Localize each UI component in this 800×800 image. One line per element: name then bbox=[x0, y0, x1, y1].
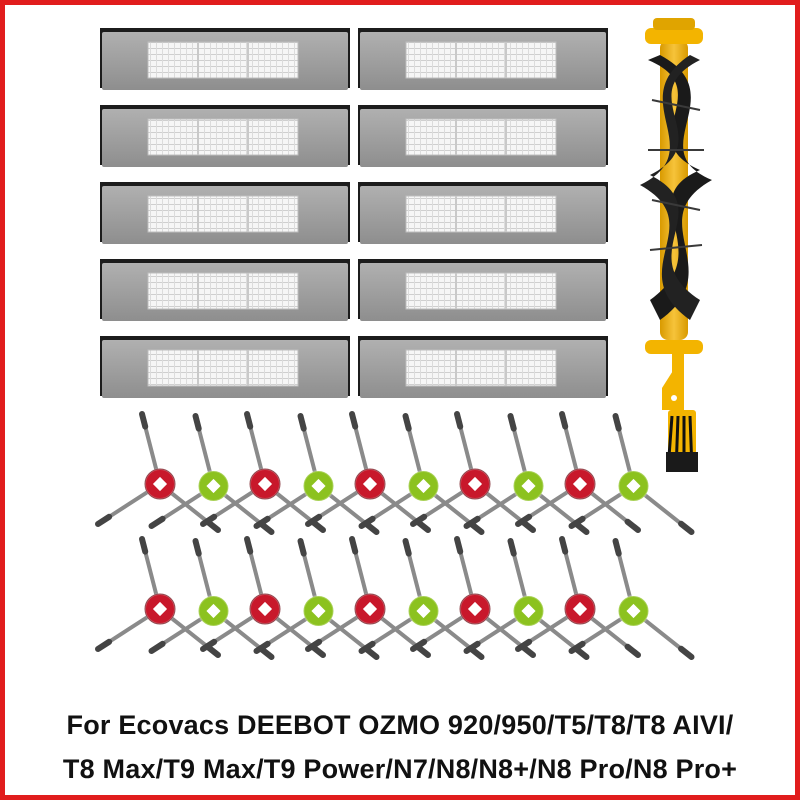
hepa-filter bbox=[358, 336, 608, 398]
side-brush bbox=[305, 411, 431, 533]
hepa-filter bbox=[100, 336, 350, 398]
main-roller-brush bbox=[640, 18, 712, 354]
side-brush-set bbox=[95, 411, 695, 660]
hepa-filter bbox=[100, 28, 350, 90]
side-brush bbox=[148, 413, 275, 535]
hepa-filter bbox=[100, 182, 350, 244]
hepa-filter bbox=[358, 182, 608, 244]
side-brush bbox=[463, 413, 590, 535]
side-brush bbox=[95, 536, 221, 658]
side-brush bbox=[568, 538, 695, 660]
cleaning-tool bbox=[662, 352, 698, 473]
side-brush bbox=[410, 411, 536, 533]
compatibility-line-1: For Ecovacs DEEBOT OZMO 920/950/T5/T8/T8… bbox=[66, 710, 734, 740]
side-brush bbox=[568, 413, 695, 535]
hepa-filter-set bbox=[100, 28, 608, 398]
hepa-filter bbox=[100, 259, 350, 321]
hepa-filter bbox=[358, 105, 608, 167]
hepa-filter bbox=[100, 105, 350, 167]
hepa-filter bbox=[358, 28, 608, 90]
compatibility-line-2: T8 Max/T9 Max/T9 Power/N7/N8/N8+/N8 Pro/… bbox=[62, 754, 738, 784]
hepa-filter bbox=[358, 259, 608, 321]
side-brush bbox=[358, 413, 485, 535]
side-brush bbox=[253, 413, 380, 535]
side-brush bbox=[515, 411, 641, 533]
side-brush bbox=[515, 536, 641, 658]
